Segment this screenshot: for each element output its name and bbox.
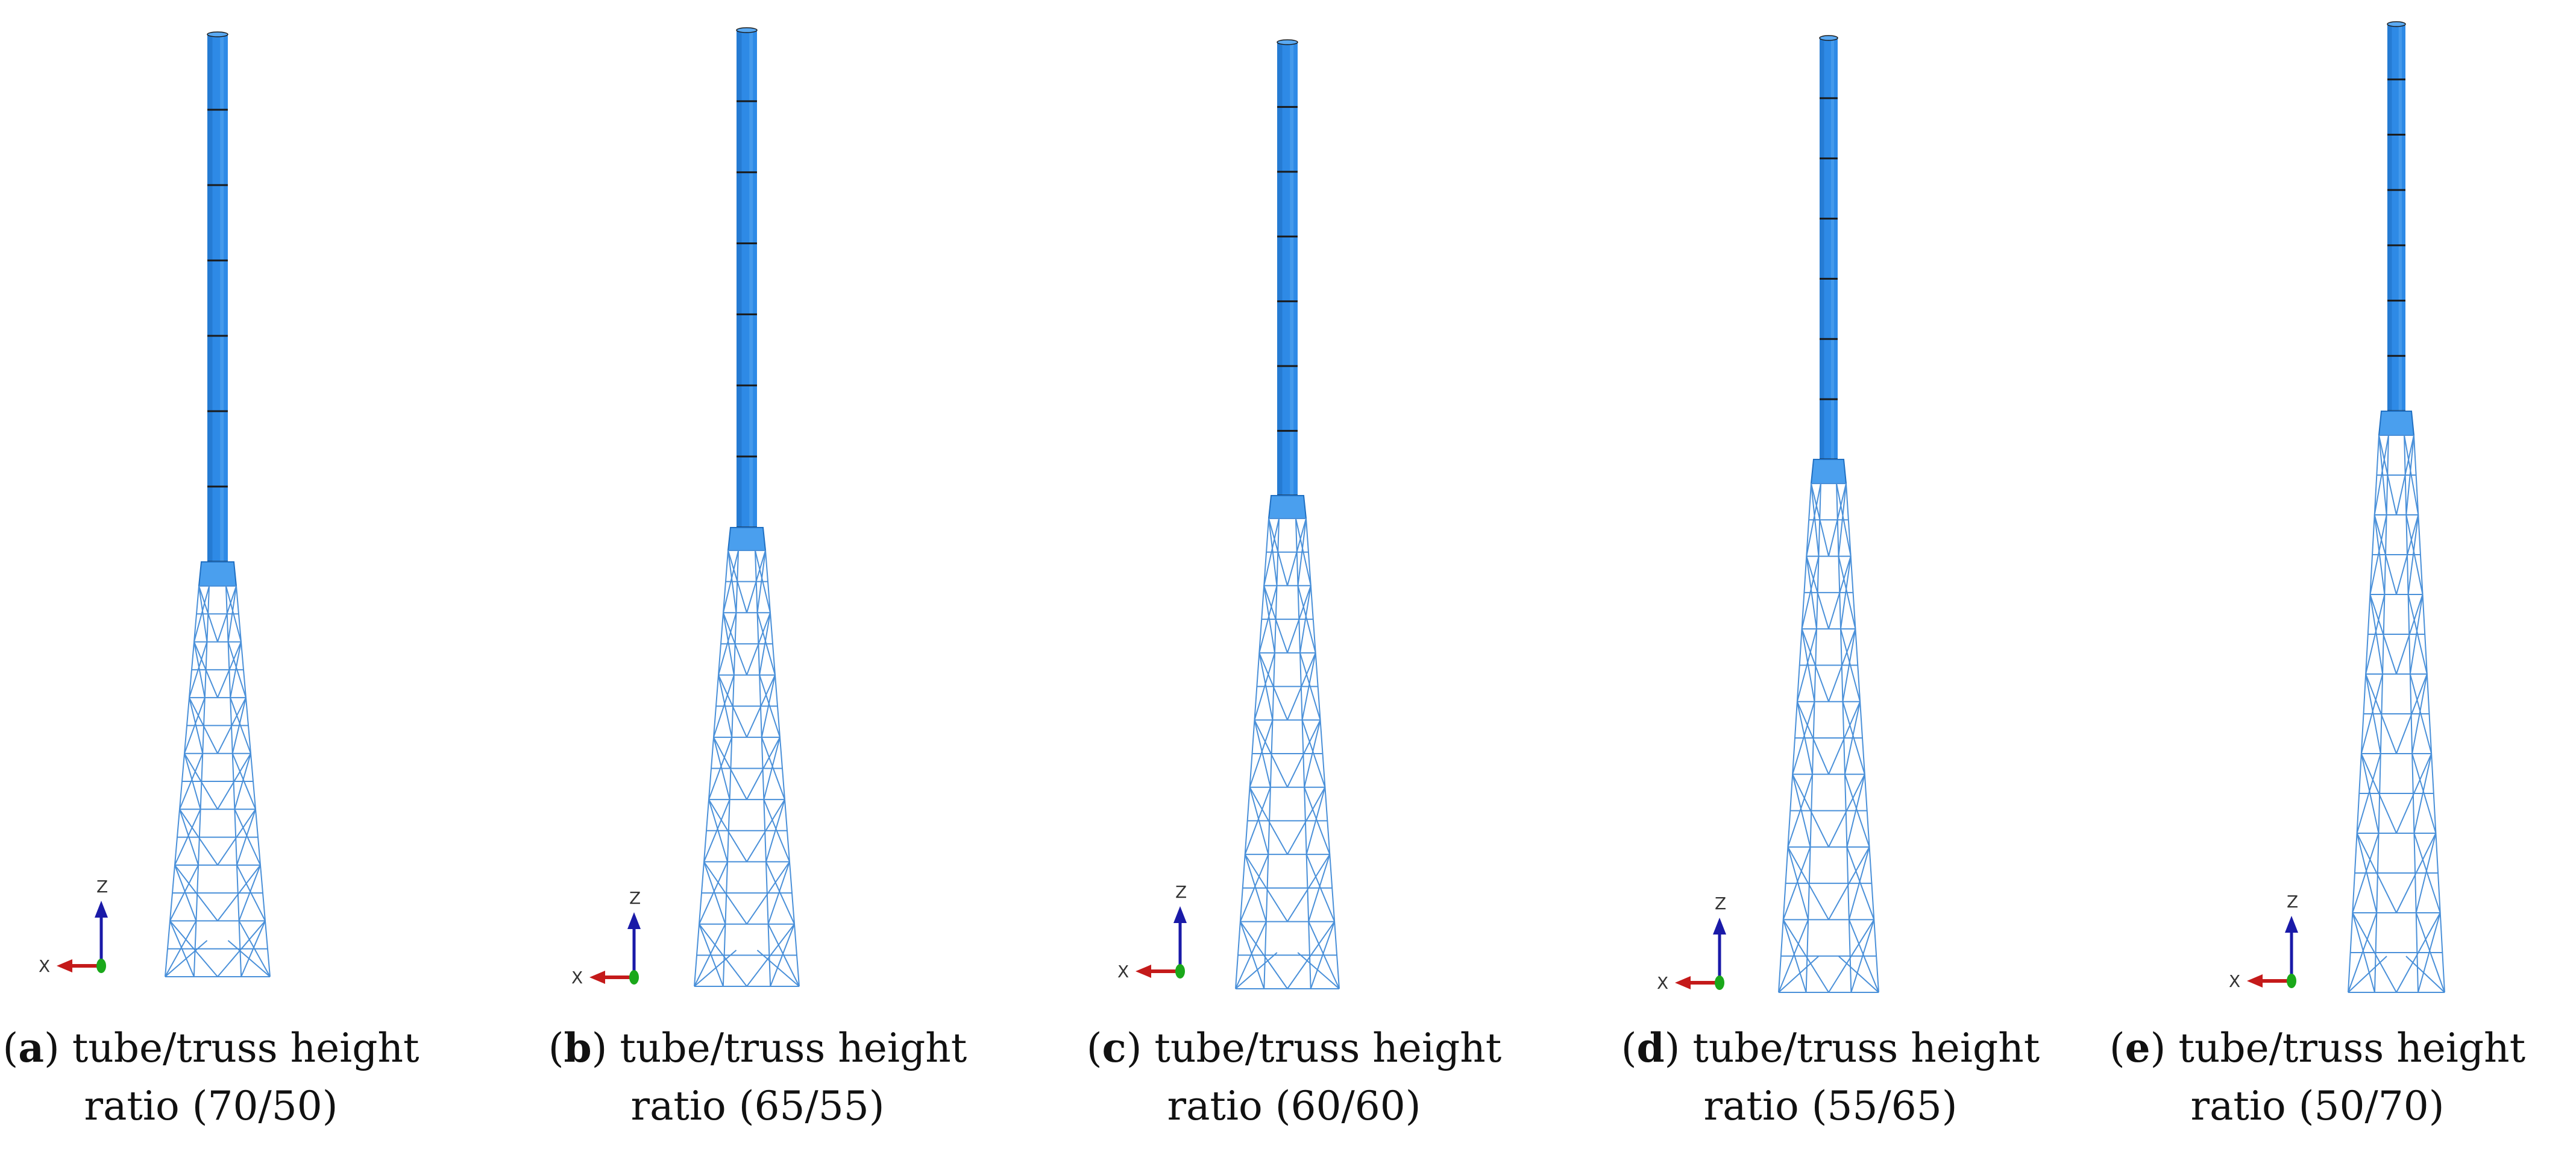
axis-triad: ZX xyxy=(571,888,641,988)
z-axis-arrowhead xyxy=(2285,916,2298,933)
caption-line1: tube/truss height xyxy=(1692,1025,2040,1071)
caption-letter: c xyxy=(1102,1024,1126,1071)
y-axis-origin xyxy=(629,970,639,985)
tube-top-cap xyxy=(1277,39,1298,45)
tube-shading xyxy=(207,34,213,562)
y-axis-origin xyxy=(96,959,106,973)
y-axis-origin xyxy=(1175,964,1185,979)
caption-e: (e) tube/truss height ratio (50/70) xyxy=(2064,1019,2571,1135)
caption-line2: ratio (70/50) xyxy=(84,1083,338,1129)
transition-piece xyxy=(1810,459,1847,484)
z-axis-arrowhead xyxy=(1713,918,1726,934)
caption-line1: tube/truss height xyxy=(72,1025,419,1071)
caption-line1: tube/truss height xyxy=(1154,1025,1502,1071)
truss-member xyxy=(1235,952,1278,989)
z-axis-arrowhead xyxy=(627,912,641,929)
truss-member xyxy=(756,950,800,987)
caption-line2: ratio (55/65) xyxy=(1703,1083,1958,1129)
transition-piece xyxy=(198,561,237,587)
tower-model xyxy=(1235,39,1340,989)
caption-letter: e xyxy=(2125,1024,2150,1071)
caption-b: (b) tube/truss height ratio (65/55) xyxy=(504,1019,1011,1135)
caption-line1: tube/truss height xyxy=(620,1025,967,1071)
z-axis-label: Z xyxy=(96,877,108,897)
axis-triad: ZX xyxy=(39,877,108,976)
caption-letter: a xyxy=(18,1024,44,1071)
caption-c: (c) tube/truss height ratio (60/60) xyxy=(1041,1019,1547,1135)
x-axis-label: X xyxy=(571,968,583,988)
tube-highlight xyxy=(2398,24,2402,411)
x-axis-arrowhead xyxy=(2247,974,2263,988)
truss-member xyxy=(1297,952,1340,989)
axis-triad: ZX xyxy=(2229,892,2298,991)
z-axis-arrowhead xyxy=(95,901,108,918)
tube-shading xyxy=(1820,38,1824,459)
z-axis-label: Z xyxy=(1175,882,1187,902)
x-axis-arrowhead xyxy=(1136,965,1151,978)
axis-triad: ZX xyxy=(1117,882,1187,982)
tube-top-cap xyxy=(207,31,228,37)
tower-model xyxy=(165,31,271,977)
caption-line2: ratio (65/55) xyxy=(630,1083,885,1129)
y-axis-origin xyxy=(1715,975,1724,990)
x-axis-label: X xyxy=(1117,962,1129,982)
tube-highlight xyxy=(1290,42,1294,496)
tube-highlight xyxy=(1830,38,1834,459)
x-axis-arrowhead xyxy=(589,971,605,984)
caption-a: (a) tube/truss height ratio (70/50) xyxy=(0,1019,464,1135)
y-axis-origin xyxy=(2287,974,2296,988)
caption-d: (d) tube/truss height ratio (55/65) xyxy=(1577,1019,2084,1135)
tube-shading xyxy=(2387,24,2392,411)
transition-piece xyxy=(1268,495,1307,519)
tube-shading xyxy=(737,30,742,528)
tower-model xyxy=(1778,35,1879,993)
caption-letter: d xyxy=(1636,1024,1665,1071)
x-axis-label: X xyxy=(2229,971,2240,991)
truss-member xyxy=(165,940,208,977)
tower-model xyxy=(694,27,800,987)
tube-highlight xyxy=(220,34,224,562)
tower-model xyxy=(2348,21,2445,993)
truss-member xyxy=(694,950,737,987)
caption-line2: ratio (60/60) xyxy=(1167,1083,1421,1129)
truss-member xyxy=(2348,956,2387,993)
x-axis-arrowhead xyxy=(1675,976,1691,989)
z-axis-label: Z xyxy=(2287,892,2298,912)
x-axis-label: X xyxy=(39,956,50,976)
z-axis-arrowhead xyxy=(1173,906,1187,923)
truss-member xyxy=(1778,956,1820,993)
axis-triad: ZX xyxy=(1657,894,1726,993)
truss-member xyxy=(2405,956,2445,993)
caption-line2: ratio (50/70) xyxy=(2190,1083,2445,1129)
truss-member xyxy=(227,940,271,977)
z-axis-label: Z xyxy=(629,888,641,908)
tube-top-cap xyxy=(1819,35,1838,41)
truss-member xyxy=(1838,956,1879,993)
transition-piece xyxy=(727,527,767,551)
caption-line1: tube/truss height xyxy=(2178,1025,2526,1071)
tube-top-cap xyxy=(2387,21,2406,27)
transition-piece xyxy=(2378,411,2415,436)
tube-shading xyxy=(1277,42,1283,496)
x-axis-arrowhead xyxy=(57,959,72,972)
tube-highlight xyxy=(749,30,753,528)
z-axis-label: Z xyxy=(1715,894,1726,913)
tube-top-cap xyxy=(736,27,758,33)
x-axis-label: X xyxy=(1657,973,1668,993)
caption-letter: b xyxy=(564,1024,592,1071)
